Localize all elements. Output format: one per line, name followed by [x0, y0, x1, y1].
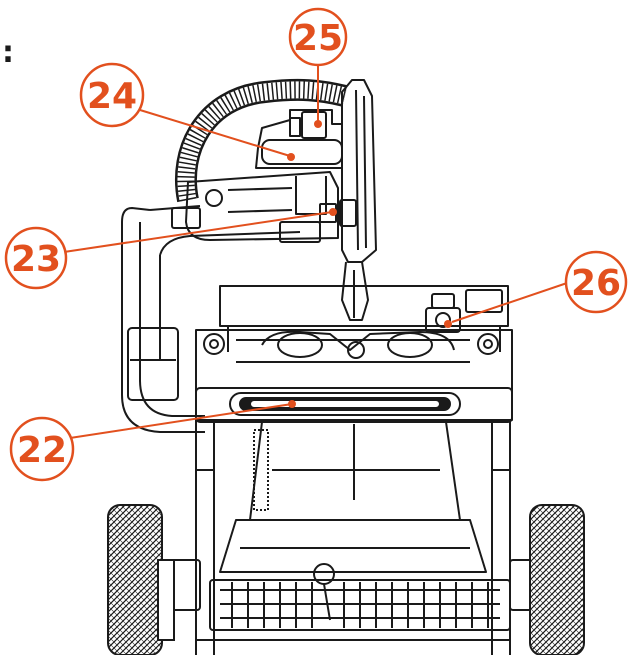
callout-bubbles: 25 24 23 26 22	[4, 7, 628, 482]
cutting-rail	[219, 285, 509, 327]
callout-23-label: 23	[11, 239, 61, 280]
callout-24: 24	[79, 62, 145, 128]
callout-26-label: 26	[571, 263, 621, 304]
callout-22-label: 22	[17, 430, 67, 471]
frame-legs	[195, 420, 511, 655]
blade-guard	[341, 79, 377, 263]
motor-block	[127, 327, 179, 401]
callout-25-label: 25	[293, 18, 343, 59]
dust-hose	[174, 78, 348, 203]
lower-basin	[219, 519, 487, 573]
callout-dot-22	[288, 400, 296, 408]
callout-dots	[287, 120, 452, 408]
callout-22: 22	[9, 416, 75, 482]
callout-dot-23	[329, 208, 337, 216]
callout-dot-26	[444, 320, 452, 328]
callout-leaders	[63, 60, 571, 439]
motor-housing	[185, 171, 339, 241]
saw-arm	[341, 261, 369, 321]
right-wheel	[529, 504, 585, 656]
left-wheel	[107, 504, 175, 656]
pressure-gauge	[205, 189, 223, 207]
right-axle-bracket	[509, 559, 533, 611]
corner-mark: :	[2, 35, 14, 70]
callout-25: 25	[288, 7, 348, 67]
callout-dot-24	[287, 153, 295, 161]
machine-line-art	[121, 78, 533, 655]
callout-dot-25	[314, 120, 322, 128]
callout-23: 23	[4, 226, 68, 290]
callout-26: 26	[564, 250, 628, 314]
callout-24-label: 24	[87, 76, 137, 117]
base-grate	[196, 579, 511, 641]
top-carriage	[255, 109, 343, 169]
push-bar	[195, 387, 513, 423]
